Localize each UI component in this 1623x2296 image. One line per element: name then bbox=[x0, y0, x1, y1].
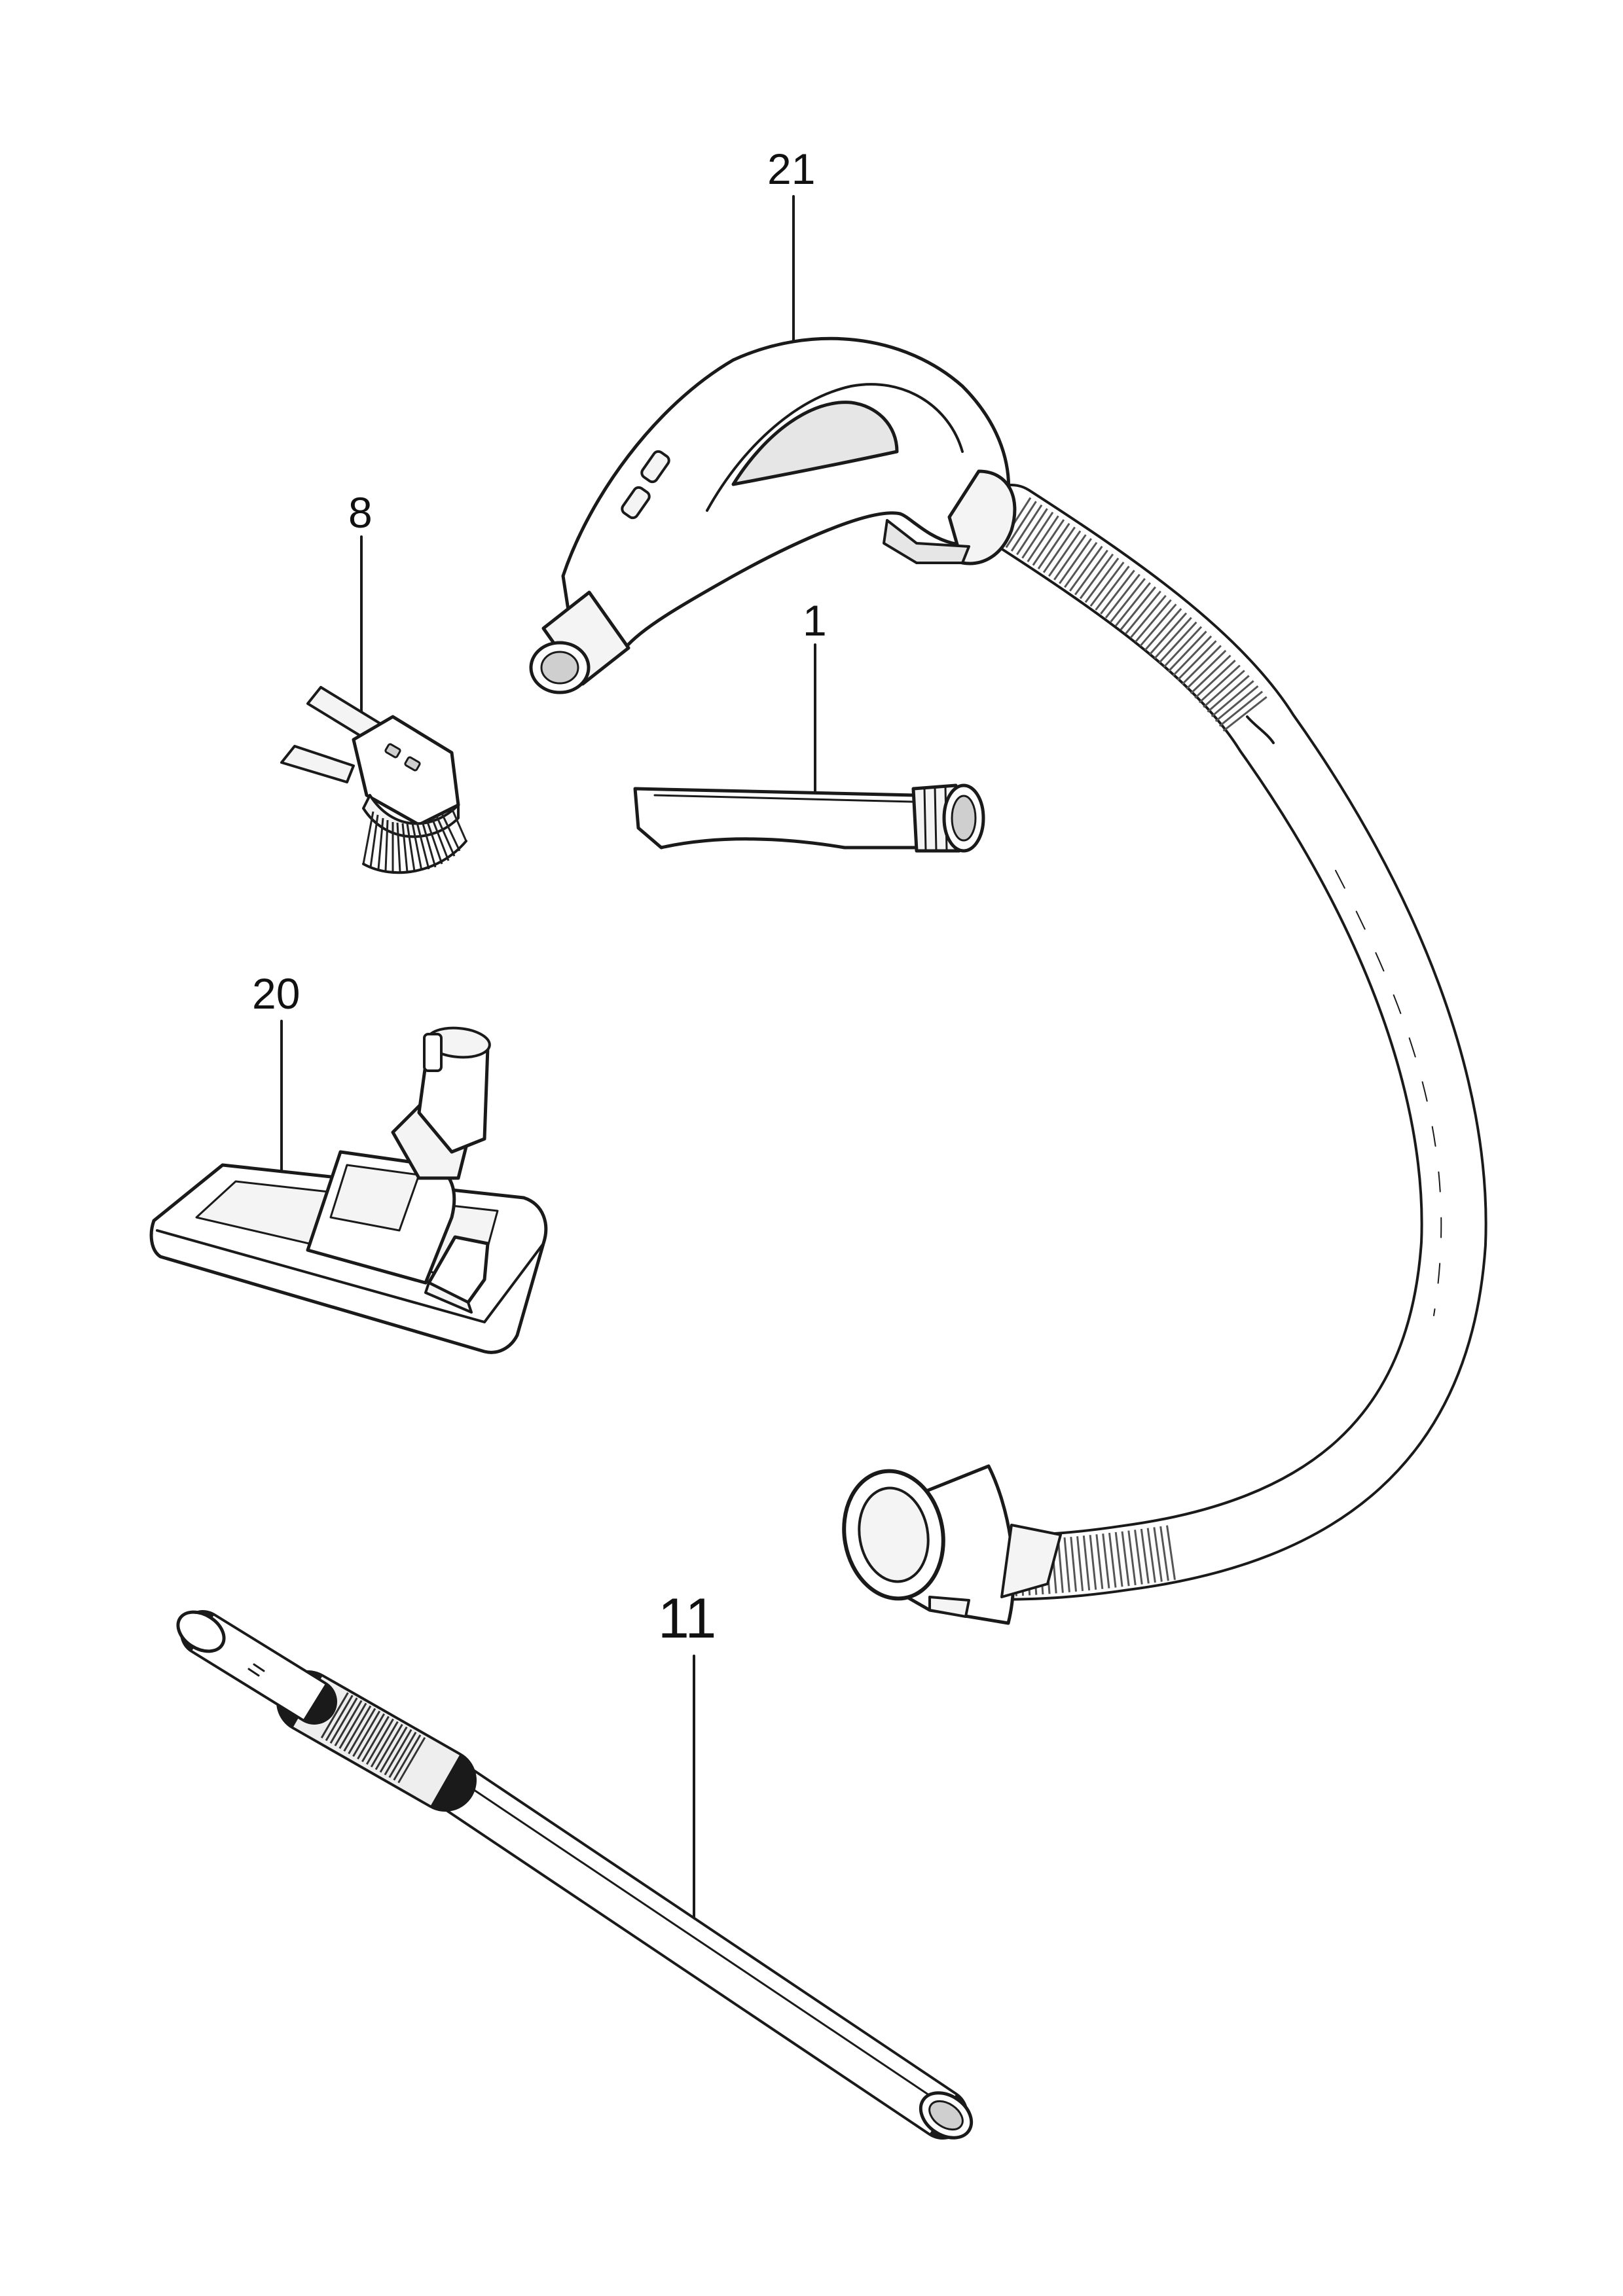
handle-switch-lower bbox=[621, 486, 651, 520]
brush-bristles-tip bbox=[362, 840, 467, 874]
crevice-tool bbox=[633, 783, 985, 853]
brush-bristles bbox=[362, 808, 467, 872]
handle-nozzle-opening-inner bbox=[540, 651, 579, 685]
floor-nozzle bbox=[149, 1026, 548, 1354]
crevice-opening-inner bbox=[951, 795, 977, 842]
hose-seam bbox=[1335, 870, 1442, 1316]
handle-release-tab bbox=[883, 519, 970, 564]
brush-clip-lower bbox=[280, 745, 355, 783]
nozzle-pedal-base bbox=[424, 1282, 473, 1314]
crevice-blade-edge bbox=[653, 794, 915, 803]
connector-ring-inner bbox=[858, 1486, 930, 1583]
connector-latch bbox=[1000, 1524, 1062, 1598]
brush-head-button-1 bbox=[384, 743, 401, 759]
nozzle-tube-latch bbox=[423, 1033, 443, 1072]
hose-body bbox=[951, 486, 1485, 1598]
hose-end-connector bbox=[842, 1464, 1062, 1625]
telescopic-tube bbox=[176, 1610, 974, 2140]
nozzle-neck-highlight bbox=[329, 1164, 420, 1232]
callout-1: 1 bbox=[803, 596, 827, 645]
callout-8: 8 bbox=[348, 488, 373, 537]
dusting-brush bbox=[280, 686, 467, 874]
callout-11: 11 bbox=[658, 1587, 717, 1650]
handle-hose-cuff bbox=[947, 469, 1017, 565]
hose-corrugation-bottom bbox=[1000, 1525, 1176, 1597]
handle-grip-inner-line bbox=[706, 383, 964, 512]
connector-foot bbox=[928, 1596, 970, 1618]
tube-upper-button bbox=[247, 1663, 265, 1677]
brush-head-button-2 bbox=[404, 756, 421, 772]
tube-main-body bbox=[412, 1748, 956, 2134]
callout-20: 20 bbox=[252, 969, 301, 1018]
hose-handle-assembly bbox=[529, 336, 1487, 1601]
tube-end-opening-inner bbox=[928, 2100, 964, 2131]
handle-grip-window bbox=[731, 401, 899, 486]
handle-switch-upper bbox=[640, 450, 670, 484]
hose-corrugation-top-edge bbox=[1246, 715, 1275, 744]
tube-top-opening bbox=[176, 1610, 226, 1653]
nozzle-base-top bbox=[156, 1229, 545, 1323]
callout-21: 21 bbox=[767, 145, 816, 193]
tube-main-highlight bbox=[450, 1774, 944, 2106]
